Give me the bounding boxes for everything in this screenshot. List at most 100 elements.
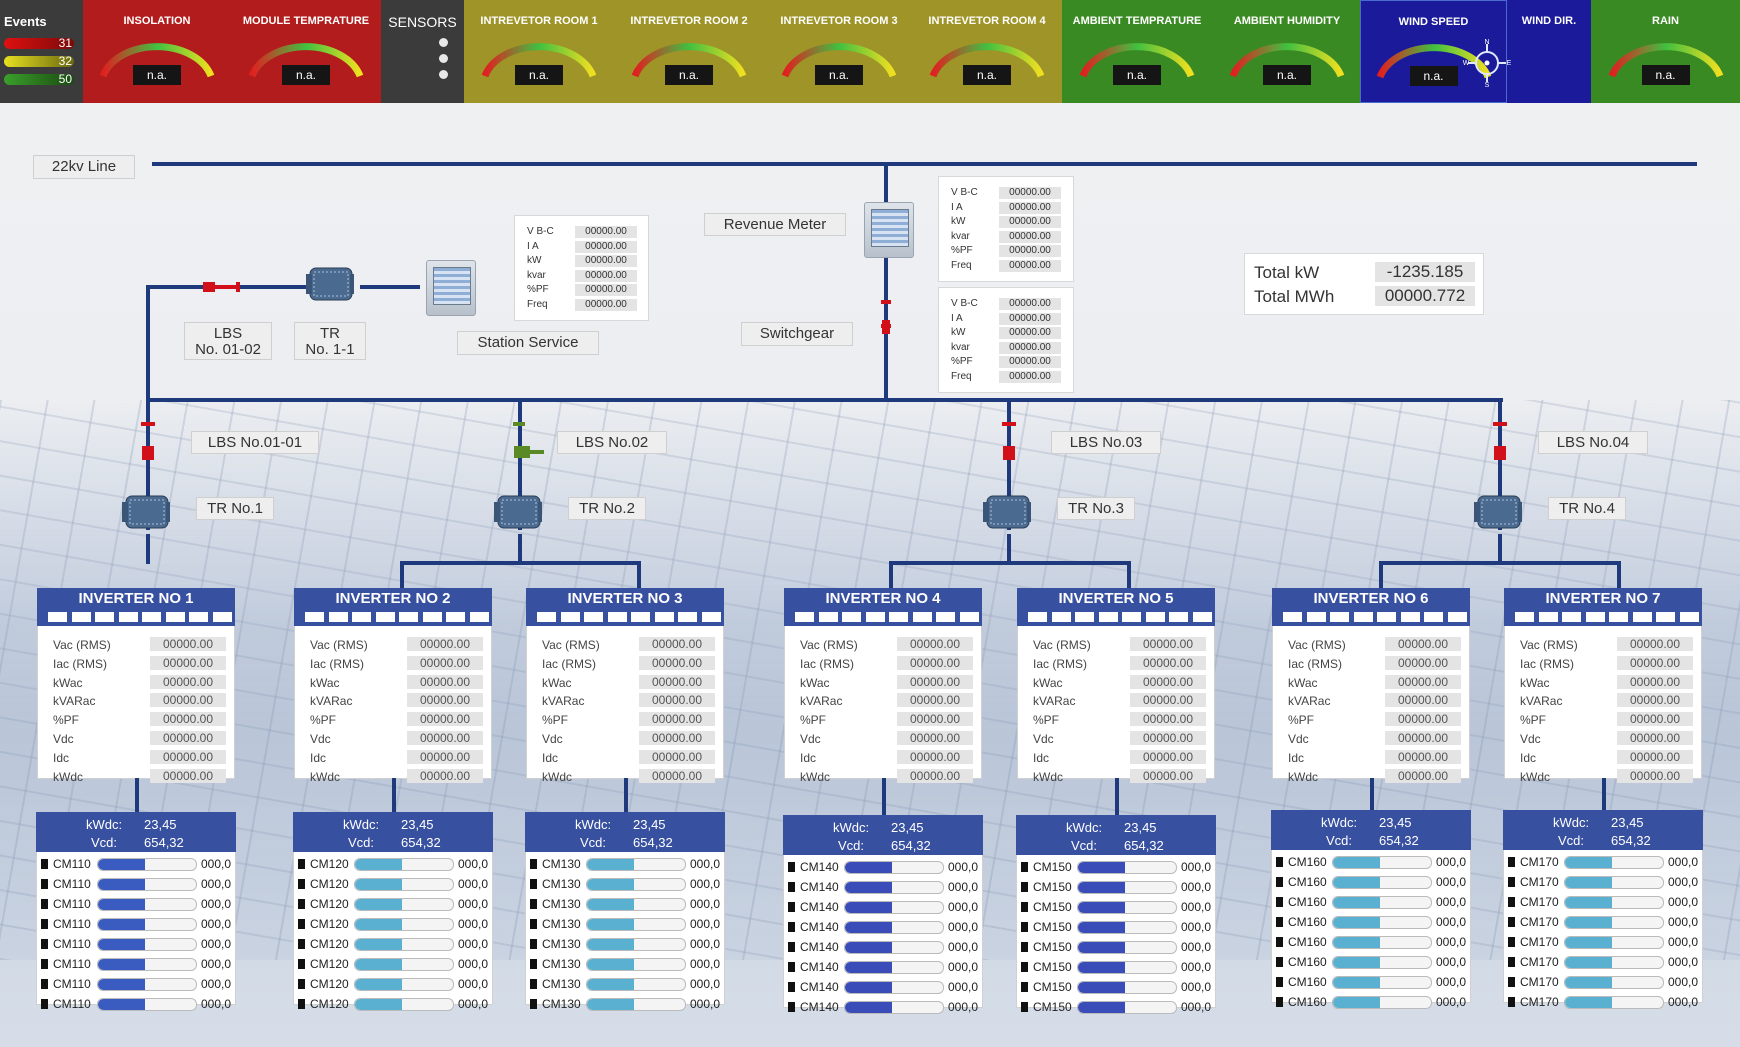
event-bar-red[interactable]: 31 — [4, 36, 74, 50]
inverter-header[interactable]: INVERTER NO 3 — [526, 588, 724, 626]
transformer-icon[interactable] — [492, 490, 542, 532]
sensor-dot[interactable] — [439, 70, 448, 79]
lbs-breaker[interactable] — [142, 446, 154, 460]
inverter-header[interactable]: INVERTER NO 1 — [37, 588, 235, 626]
lbs-breaker[interactable] — [1494, 446, 1506, 460]
events-panel[interactable]: Events 31 32 50 — [0, 0, 83, 103]
inverter-header[interactable]: INVERTER NO 4 — [784, 588, 982, 626]
inverter-header[interactable]: INVERTER NO 2 — [294, 588, 492, 626]
transformer-icon[interactable] — [304, 262, 354, 304]
inverter-header[interactable]: INVERTER NO 6 — [1272, 588, 1470, 626]
lbs-02-breaker[interactable] — [514, 446, 530, 458]
sensor-dot[interactable] — [439, 38, 448, 47]
lbs-breaker[interactable] — [1003, 446, 1015, 460]
transformer-icon[interactable] — [1472, 490, 1522, 532]
event-bar-yellow[interactable]: 32 — [4, 54, 74, 68]
transformer-icon[interactable] — [120, 490, 170, 532]
station-service-meter-device[interactable] — [426, 260, 476, 316]
switchgear-breaker-top[interactable] — [881, 300, 891, 304]
inverter-header[interactable]: INVERTER NO 7 — [1504, 588, 1702, 626]
inverter-header[interactable]: INVERTER NO 5 — [1017, 588, 1215, 626]
sensors-panel[interactable]: SENSORS — [381, 0, 464, 103]
transformer-icon[interactable] — [981, 490, 1031, 532]
sensor-dot[interactable] — [439, 54, 448, 63]
revenue-meter-device[interactable] — [864, 202, 914, 258]
event-bar-green[interactable]: 50 — [4, 72, 74, 86]
lbs-01-02-breaker[interactable] — [203, 282, 215, 292]
